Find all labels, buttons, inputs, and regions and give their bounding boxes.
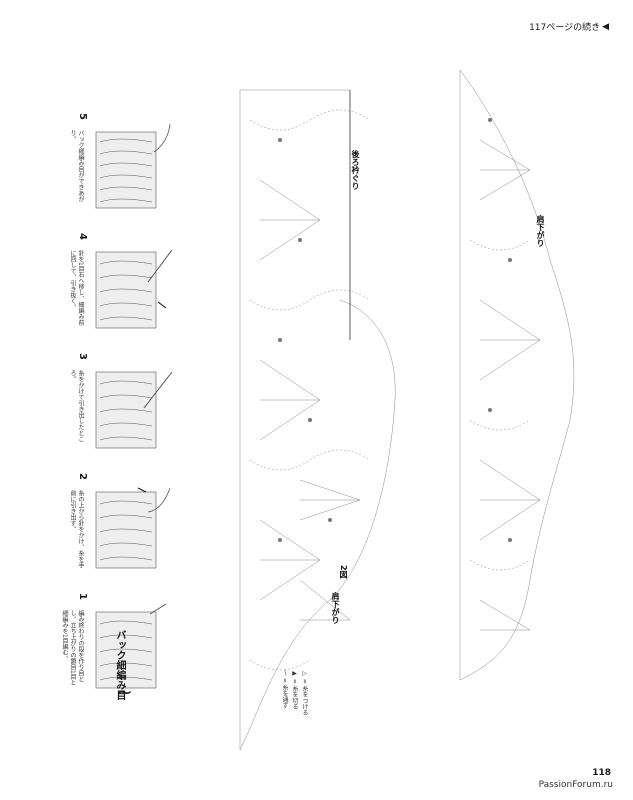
step-illustration bbox=[95, 123, 171, 209]
step-illustration bbox=[95, 487, 171, 569]
instruction-steps: 5 バック細編み目ができあがり。 4 針を1目右へ移し、細編み前に回して、引き抜… bbox=[40, 113, 180, 760]
step-number: 3 bbox=[77, 353, 88, 360]
continuation-note: 117ページの続き ◀ bbox=[529, 20, 609, 34]
step-text: バック細編み目ができあがり。 bbox=[69, 130, 84, 202]
step-2: 2 糸の上から針をかけ、糸を手前に引き出す。 bbox=[40, 473, 180, 580]
legend-line-3: 〜 = 糸を通す bbox=[281, 670, 288, 709]
step-illustration bbox=[95, 249, 173, 329]
page-number: 118 bbox=[592, 768, 611, 778]
step-illustration bbox=[95, 603, 167, 689]
step-illustration bbox=[95, 371, 173, 449]
step-number: 4 bbox=[77, 233, 88, 240]
step-text: 糸の上から針をかけ、糸を手前に引き出す。 bbox=[69, 490, 84, 568]
step-5: 5 バック細編み目ができあがり。 bbox=[40, 113, 180, 220]
back-collar-label: 後ろ衿ぐり bbox=[351, 150, 360, 190]
back-stitch-symbol-icon: ~ bbox=[116, 680, 133, 704]
watermark: PassionForum.ru bbox=[538, 780, 613, 790]
legend-line-2: ▶ = 糸を切る bbox=[291, 670, 298, 710]
figure-2-label: 2図 bbox=[339, 565, 348, 579]
continuation-text: 117ページの続き bbox=[529, 23, 601, 33]
shoulder-label-right: 肩下がり bbox=[536, 215, 545, 247]
step-number: 5 bbox=[77, 113, 88, 120]
left-arrow-icon: ◀ bbox=[602, 21, 609, 32]
step-text: 糸をかけて引き出したところ。 bbox=[69, 370, 84, 442]
step-text: 針を1目右へ移し、細編み前に回して、引き抜く。 bbox=[69, 250, 84, 326]
shoulder-label-left: 肩下がり bbox=[331, 592, 340, 624]
step-4: 4 針を1目右へ移し、細編み前に回して、引き抜く。 bbox=[40, 233, 180, 340]
legend-line-1: ▷ = 糸をつける bbox=[301, 670, 308, 716]
stitch-title: バック細編み目 bbox=[114, 630, 125, 700]
step-1: 1 編み終わりの段を作り目とし、立ち上がりの鎖目1目と細編みを1目編む。 bbox=[40, 593, 180, 700]
step-3: 3 糸をかけて引き出したところ。 bbox=[40, 353, 180, 460]
step-number: 1 bbox=[77, 593, 88, 600]
step-number: 2 bbox=[77, 473, 88, 480]
crochet-chart-left bbox=[239, 89, 396, 751]
step-text: 編み終わりの段を作り目とし、立ち上がりの鎖目1目と細編みを1目編む。 bbox=[61, 610, 84, 686]
crochet-chart-right bbox=[459, 69, 575, 681]
